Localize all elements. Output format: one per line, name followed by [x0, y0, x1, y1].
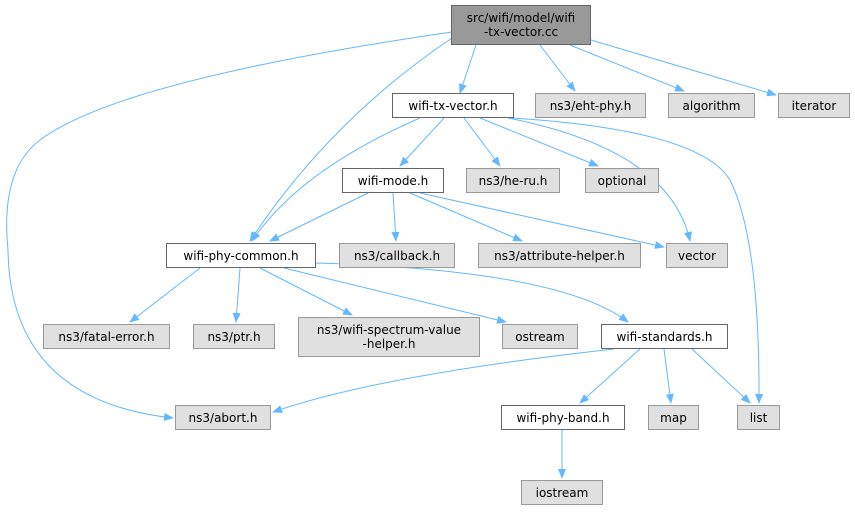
callback-node[interactable]: ns3/callback.h [339, 243, 455, 268]
fatal-error-node[interactable]: ns3/fatal-error.h [43, 324, 170, 349]
edge-root-to-algorithm [569, 44, 685, 92]
root-file-node[interactable]: src/wifi/model/wifi -tx-vector.cc [451, 5, 591, 45]
edge-standards-to-abort [272, 348, 615, 413]
wifi-phy-common-node[interactable]: wifi-phy-common.h [166, 243, 316, 268]
iterator-node[interactable]: iterator [778, 93, 850, 118]
wifi-standards-node[interactable]: wifi-standards.h [601, 324, 728, 349]
list-node[interactable]: list [737, 405, 780, 430]
edge-root-to-iterator [590, 39, 777, 97]
edge-standards-to-map [663, 348, 674, 404]
ptr-node[interactable]: ns3/ptr.h [193, 324, 275, 349]
map-node[interactable]: map [648, 405, 699, 430]
edge-mode-to-phycommon [269, 192, 369, 242]
edge-txvector-to-heru [463, 117, 501, 167]
edge-phycommon-to-standards [315, 262, 629, 323]
edge-root-to-abort [6, 31, 453, 421]
edge-txvector-to-list [511, 117, 764, 404]
edge-phycommon-to-ostream [283, 267, 507, 324]
edge-mode-to-vector [419, 192, 665, 249]
abort-node[interactable]: ns3/abort.h [175, 405, 271, 430]
edge-root-to-phycommon [249, 37, 453, 242]
edge-txvector-to-mode [399, 117, 445, 167]
edge-root-to-ehtphy [539, 44, 576, 92]
edge-phycommon-to-ptr [232, 267, 241, 323]
edge-phycommon-to-fatalerror [129, 267, 201, 323]
iostream-node[interactable]: iostream [521, 480, 603, 505]
he-ru-node[interactable]: ns3/he-ru.h [466, 168, 560, 193]
edge-mode-to-attrhelper [409, 192, 523, 242]
edge-standards-to-phyband [579, 348, 641, 404]
wifi-spectrum-value-helper-node[interactable]: ns3/wifi-spectrum-value -helper.h [298, 317, 480, 357]
wifi-mode-node[interactable]: wifi-mode.h [342, 168, 444, 193]
wifi-phy-band-node[interactable]: wifi-phy-band.h [501, 405, 625, 430]
optional-node[interactable]: optional [585, 168, 659, 193]
edge-phycommon-to-spectrum [259, 267, 353, 316]
attribute-helper-node[interactable]: ns3/attribute-helper.h [478, 243, 641, 268]
vector-node[interactable]: vector [666, 243, 728, 268]
algorithm-node[interactable]: algorithm [668, 93, 755, 118]
edge-txvector-to-vector [507, 117, 692, 242]
edge-standards-to-list [691, 348, 751, 404]
edge-txvector-to-phycommon [251, 117, 421, 242]
edge-txvector-to-optional [479, 117, 599, 167]
edge-mode-to-callback [391, 192, 400, 242]
wifi-tx-vector-node[interactable]: wifi-tx-vector.h [392, 93, 514, 118]
edge-root-to-txvector [459, 44, 477, 94]
ostream-node[interactable]: ostream [502, 324, 578, 349]
eht-phy-node[interactable]: ns3/eht-phy.h [535, 93, 646, 118]
